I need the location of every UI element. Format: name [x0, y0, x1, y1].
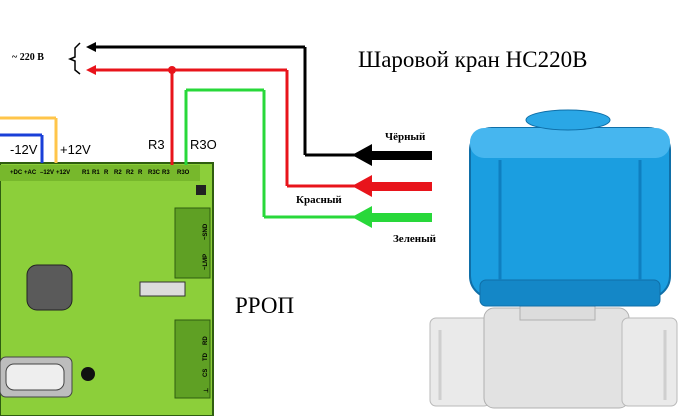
black-wire-label: Чёрный	[385, 131, 426, 143]
side-terminal-label: TD	[203, 353, 209, 361]
ball-valve-body	[429, 289, 678, 409]
r3-label: R3	[148, 137, 165, 152]
terminal-label: R3O	[177, 170, 190, 176]
red-wire	[86, 65, 432, 197]
valve-actuator	[469, 109, 671, 307]
terminal-label: R1	[92, 170, 100, 176]
terminal-label: +AC	[24, 170, 37, 176]
side-terminal-label: RD	[203, 336, 209, 345]
terminal-label: R	[138, 170, 143, 176]
terminal-label: +12V	[56, 170, 71, 176]
diagram-title: Шаровой кран НС220В	[358, 47, 588, 72]
terminal-label: R3C	[148, 170, 161, 176]
terminal-label: +DC	[10, 170, 23, 176]
terminal-label: R2	[114, 170, 122, 176]
red-wire-label: Красный	[296, 194, 342, 206]
green-wire-label: Зеленый	[393, 233, 437, 245]
side-terminal-label: ~SND	[203, 223, 209, 240]
device-label: РРОП	[235, 293, 295, 318]
side-terminal-label: ~LMP	[203, 253, 209, 270]
side-terminal-label: ⊥	[204, 387, 210, 393]
terminal-label: R2	[126, 170, 134, 176]
side-terminal-label: CS	[203, 368, 209, 377]
mains-voltage-label: ~ 220 В	[12, 52, 44, 63]
black-wire	[86, 42, 432, 166]
green-wire	[184, 88, 432, 228]
controller-board	[0, 162, 214, 416]
terminal-label: R1	[82, 170, 90, 176]
r3o-label: R3O	[190, 137, 217, 152]
terminal-label: R	[104, 170, 109, 176]
terminal-label: –12V	[40, 170, 55, 176]
mains-brace	[67, 42, 81, 75]
plus-12v-label: +12V	[60, 142, 91, 157]
minus-12v-label: -12V	[10, 142, 38, 157]
terminal-label: R3	[162, 170, 170, 176]
